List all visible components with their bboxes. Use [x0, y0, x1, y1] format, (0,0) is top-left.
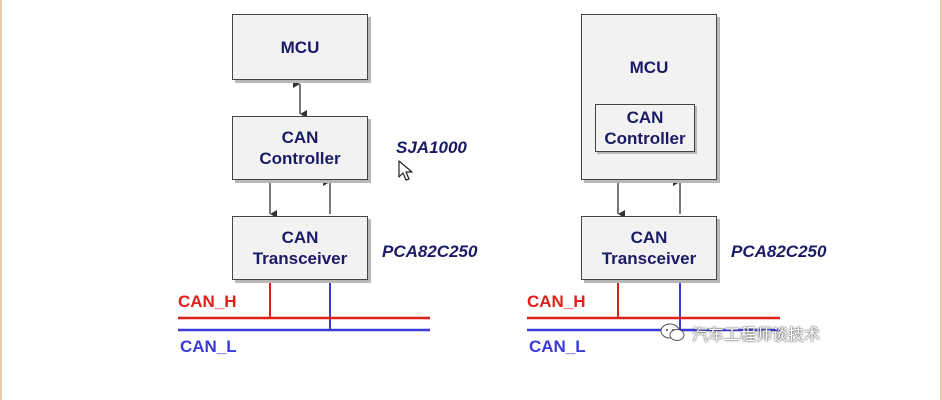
right-controller-line1: CAN [626, 108, 664, 127]
right-controller-line2: Controller [604, 129, 686, 148]
right-frame-edge [940, 0, 942, 400]
right-controller-box: CAN Controller [595, 104, 695, 152]
right-transceiver-line1: CAN [630, 228, 668, 247]
left-transceiver-line1: CAN [281, 228, 319, 247]
right-transceiver-chip-label: PCA82C250 [731, 242, 827, 261]
right-can-h-label: CAN_H [527, 292, 586, 311]
watermark-text: 汽车工程师谈技术 [692, 325, 821, 344]
left-can-l-label: CAN_L [180, 337, 237, 356]
left-controller-line1: CAN [281, 128, 319, 147]
right-transceiver-box: CAN Transceiver [581, 216, 717, 280]
wechat-icon [660, 323, 685, 341]
watermark: 汽车工程师谈技术 [660, 321, 820, 345]
left-frame-edge [0, 0, 2, 400]
right-mcu-label: MCU [629, 58, 669, 77]
left-transceiver-line2: Transceiver [252, 249, 348, 268]
right-mcu-box: MCU [581, 14, 717, 180]
left-transceiver-chip-label: PCA82C250 [382, 242, 478, 261]
left-can-h-label: CAN_H [178, 292, 237, 311]
right-transceiver-line2: Transceiver [601, 249, 697, 268]
left-transceiver-box: CAN Transceiver [232, 216, 368, 280]
left-controller-line2: Controller [259, 149, 341, 168]
left-controller-chip-label: SJA1000 [396, 138, 467, 157]
left-mcu-label: MCU [280, 37, 320, 57]
left-controller-box: CAN Controller [232, 116, 368, 180]
right-can-l-label: CAN_L [529, 337, 586, 356]
left-mcu-box: MCU [232, 14, 368, 80]
mouse-cursor-icon [398, 160, 413, 181]
